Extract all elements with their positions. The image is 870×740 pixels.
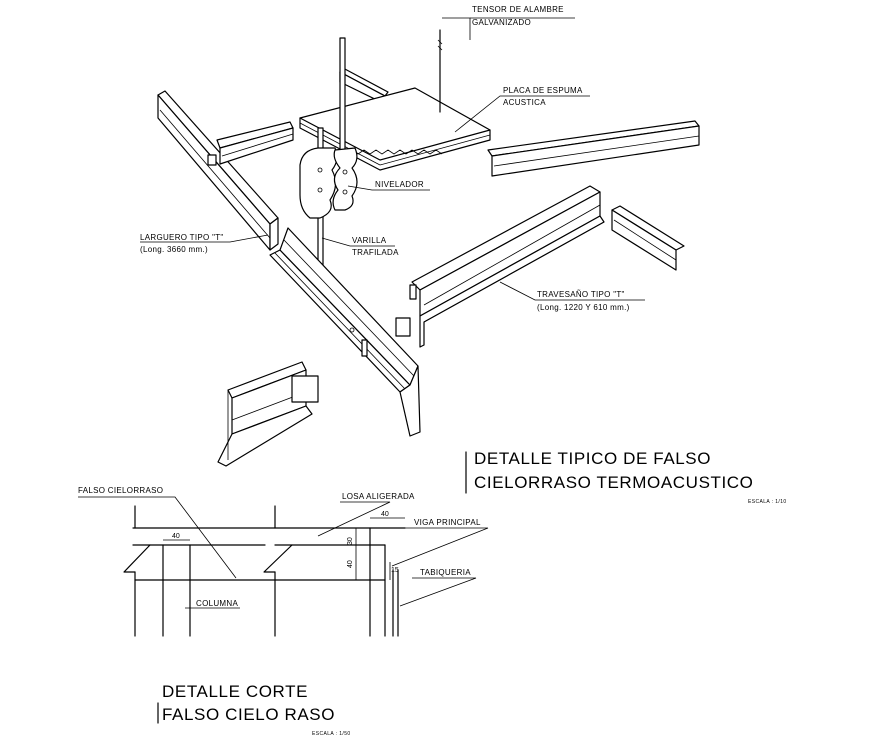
label-nivelador: NIVELADOR: [375, 180, 424, 189]
dim-30: 30: [347, 537, 354, 545]
dim-40-top: 40: [381, 511, 389, 518]
scale-2: ESCALA : 1/50: [312, 731, 351, 737]
travesano-right: [487, 120, 700, 271]
label-larguero-2: (Long. 3660 mm.): [140, 245, 208, 254]
label-placa-2: ACUSTICA: [503, 98, 546, 107]
title-block-1: DETALLE TIPICO DE FALSO CIELORRASO TERMO…: [465, 449, 787, 505]
label-columna: COLUMNA: [196, 599, 238, 608]
label-tabiqueria: TABIQUERIA: [420, 568, 471, 577]
acoustic-tile: [299, 87, 491, 171]
wire-tensor: [437, 29, 443, 113]
label-viga: VIGA PRINCIPAL: [414, 518, 481, 527]
connector-piece: [217, 361, 319, 467]
label-travesano-2: (Long. 1220 Y 610 mm.): [537, 303, 630, 312]
label-falso-cielorraso: FALSO CIELORRASO: [78, 486, 163, 495]
dim-40-left: 40: [172, 533, 180, 540]
dim-40-mid: 40: [347, 560, 354, 568]
title-detalle-corte-2: FALSO CIELO RASO: [162, 705, 335, 724]
travesano-front: [395, 185, 605, 348]
title-block-2: DETALLE CORTE FALSO CIELO RASO ESCALA : …: [157, 682, 351, 737]
leader-lines: [140, 17, 645, 301]
label-losa: LOSA ALIGERADA: [342, 492, 415, 501]
title-detalle-corte-1: DETALLE CORTE: [162, 682, 308, 701]
section-detail: FALSO CIELORRASO LOSA ALIGERADA VIGA PRI…: [78, 486, 489, 637]
nivelador: [299, 147, 358, 219]
scale-1: ESCALA : 1/10: [748, 499, 787, 505]
dim-15: 15: [391, 567, 399, 574]
title-detalle-tipico-1: DETALLE TIPICO DE FALSO: [474, 449, 711, 468]
label-tensor-2: GALVANIZADO: [472, 18, 531, 27]
label-varilla-2: TRAFILADA: [352, 248, 399, 257]
larguero-front: [269, 227, 421, 437]
label-placa-1: PLACA DE ESPUMA: [503, 86, 583, 95]
isometric-detail: TENSOR DE ALAMBRE GALVANIZADO PLACA DE E…: [140, 5, 700, 467]
larguero-left: [157, 90, 279, 251]
label-tensor-1: TENSOR DE ALAMBRE: [472, 5, 564, 14]
label-larguero-1: LARGUERO TIPO "T": [140, 233, 224, 242]
travesano-back: [216, 121, 294, 165]
label-varilla-1: VARILLA: [352, 236, 387, 245]
label-travesano-1: TRAVESAÑO TIPO "T": [537, 290, 625, 299]
title-detalle-tipico-2: CIELORRASO TERMOACUSTICO: [474, 473, 754, 492]
